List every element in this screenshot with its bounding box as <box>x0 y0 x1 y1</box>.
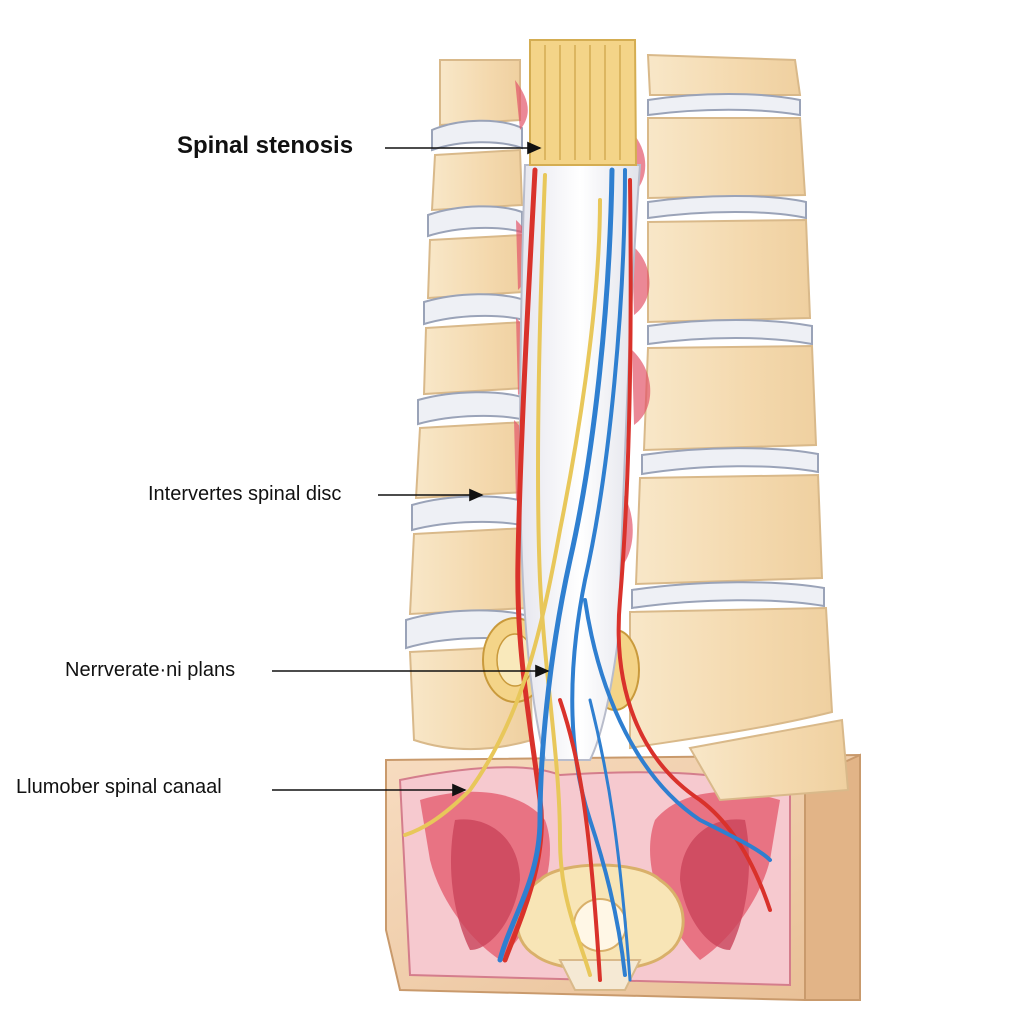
label-spinal-stenosis: Spinal stenosis <box>177 132 354 159</box>
leader-lines <box>272 141 550 797</box>
label-nerve-roots: Nerrverate·ni plans <box>65 659 236 681</box>
vessels-and-nerves <box>403 167 772 982</box>
label-intervertebral-disc: Intervertes spinal disc <box>148 483 342 505</box>
left-vertebral-column <box>405 59 548 750</box>
spinal-cord <box>518 39 642 761</box>
label-lumbar-canal: Llumober spinal canaal <box>16 776 222 798</box>
right-vertebral-column <box>590 53 850 802</box>
